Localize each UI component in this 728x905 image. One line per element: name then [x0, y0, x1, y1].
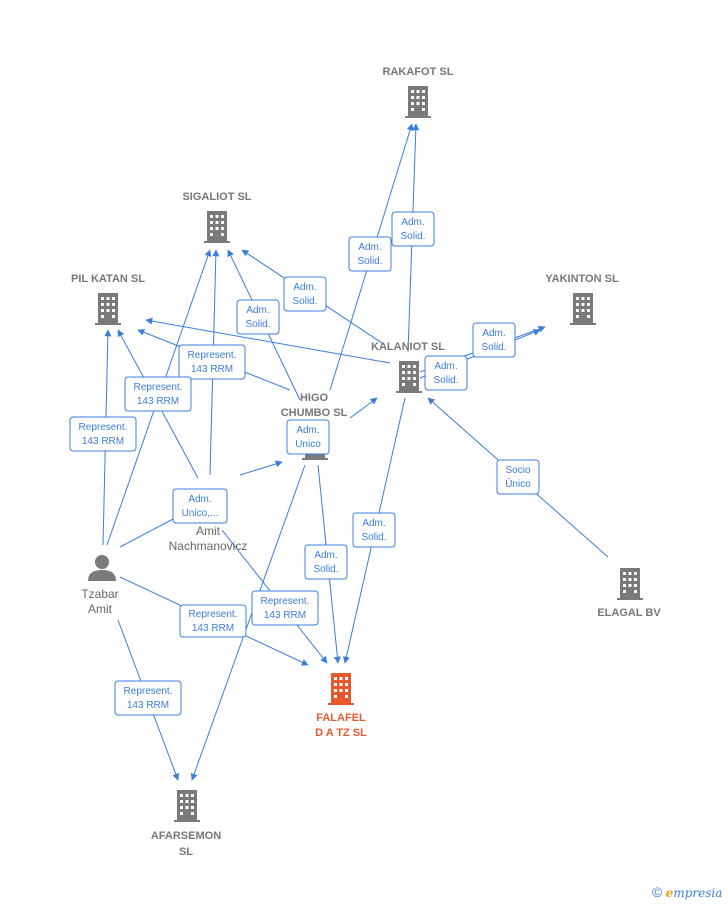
edge — [239, 460, 283, 476]
node-pil-katan[interactable]: PIL KATAN SL — [71, 273, 145, 325]
footer-brand: © empresia — [652, 884, 722, 900]
building-icon — [617, 568, 643, 600]
edge — [119, 517, 176, 548]
node-label: Amit — [88, 602, 113, 616]
edge-badge[interactable]: Adm. Solid. — [424, 355, 468, 391]
node-label: AFARSEMON — [151, 830, 221, 842]
badge-text: Adm. — [482, 328, 505, 339]
badge-text: Adm. — [434, 361, 457, 372]
badge-text: Represent. — [188, 350, 237, 361]
node-label: D A TZ SL — [315, 727, 367, 739]
badge-text: Represent. — [124, 686, 173, 697]
badge-text: Represent. — [134, 382, 183, 393]
badge-text: Solid. — [481, 342, 506, 353]
badge-text: 143 RRM — [127, 700, 169, 711]
node-label: CHUMBO SL — [281, 407, 348, 419]
node-label: Tzabar — [81, 587, 118, 601]
node-yakinton[interactable]: YAKINTON SL — [545, 273, 619, 325]
edge-badge[interactable]: Adm. Solid. — [472, 322, 516, 358]
badge-text: Solid. — [400, 231, 425, 242]
node-label: SIGALIOT SL — [182, 191, 251, 203]
edge-badge[interactable]: Adm. Solid. — [391, 211, 435, 247]
edge — [349, 397, 378, 419]
building-icon — [396, 361, 422, 393]
badge-text: Adm. — [314, 550, 337, 561]
node-label: SL — [179, 846, 193, 858]
badge-text: Represent. — [79, 422, 128, 433]
node-tzabar-amit[interactable]: Tzabar Amit — [81, 555, 119, 616]
badge-text: Adm. — [293, 282, 316, 293]
edge-badge[interactable]: Represent. 143 RRM — [178, 344, 246, 380]
badge-text: Solid. — [433, 375, 458, 386]
node-label: Amit — [196, 524, 221, 538]
node-label: KALANIOT SL — [371, 341, 445, 353]
node-label: PIL KATAN SL — [71, 273, 145, 285]
node-falafel[interactable]: FALAFEL D A TZ SL — [315, 673, 367, 739]
node-rakafot[interactable]: RAKAFOT SL — [383, 66, 454, 118]
node-afarsemon[interactable]: AFARSEMON SL — [151, 790, 221, 858]
badge-text: Único — [505, 477, 531, 490]
badge-text: Adm. — [362, 518, 385, 529]
node-label: FALAFEL — [316, 712, 366, 724]
badge-text: Adm. — [296, 425, 319, 436]
building-icon — [204, 211, 230, 243]
edge-badge[interactable]: Adm. Solid. — [283, 276, 327, 312]
edge-badge[interactable]: Represent. 143 RRM — [251, 590, 319, 626]
node-label: RAKAFOT SL — [383, 66, 454, 78]
brand-logo: empresia — [665, 886, 723, 900]
edge — [190, 464, 306, 781]
edge-badge[interactable]: Represent. 143 RRM — [69, 416, 137, 452]
edge-badge[interactable]: Adm. Solid. — [236, 299, 280, 335]
edge-badge[interactable]: Adm. Solid. — [304, 544, 348, 580]
node-sigaliot[interactable]: SIGALIOT SL — [182, 191, 252, 243]
edge-badge[interactable]: Represent. 143 RRM — [179, 604, 247, 638]
badge-text: Solid. — [245, 319, 270, 330]
badge-text: Unico — [295, 439, 321, 450]
edge-badge[interactable]: Adm. Unico — [286, 419, 330, 455]
badge-text: Adm. — [246, 305, 269, 316]
edge-badge[interactable]: Represent. 143 RRM — [124, 376, 192, 412]
edge-badge[interactable]: Adm. Solid. — [352, 512, 396, 548]
building-icon — [405, 86, 431, 118]
edge-badge[interactable]: Socio Único — [496, 459, 540, 495]
badge-text: Solid. — [313, 564, 338, 575]
node-label: Nachmanovicz — [169, 539, 248, 553]
node-label: HIGO — [300, 392, 329, 404]
badge-text: 143 RRM — [82, 436, 124, 447]
badge-text: 143 RRM — [264, 610, 306, 621]
badge-text: 143 RRM — [191, 364, 233, 375]
building-icon — [95, 293, 121, 325]
building-focus-icon — [328, 673, 354, 705]
building-icon — [174, 790, 200, 822]
badge-text: Adm. — [188, 494, 211, 505]
badge-text: 143 RRM — [192, 623, 234, 634]
node-higo-chumbo[interactable]: HIGO CHUMBO SL — [281, 392, 348, 460]
building-icon — [570, 293, 596, 325]
badge-text: Solid. — [361, 532, 386, 543]
badge-text: Solid. — [292, 296, 317, 307]
badge-text: Solid. — [357, 256, 382, 267]
edge — [145, 317, 391, 364]
person-icon — [88, 555, 116, 581]
badge-text: Adm. — [358, 242, 381, 253]
badge-text: Unico,... — [182, 508, 219, 519]
edge-badge[interactable]: Represent. 143 RRM — [114, 680, 182, 716]
badge-text: 143 RRM — [137, 396, 179, 407]
node-amit-nachmanovicz[interactable]: Amit Nachmanovicz — [169, 524, 248, 553]
badge-text: Adm. — [401, 217, 424, 228]
copyright-icon: © — [652, 884, 663, 900]
edge-badge[interactable]: Adm. Solid. — [348, 236, 392, 272]
node-label: YAKINTON SL — [545, 273, 619, 285]
edge-badge[interactable]: Adm. Unico,... — [172, 488, 228, 524]
badge-text: Represent. — [261, 596, 310, 607]
badge-text: Socio — [505, 465, 530, 476]
node-elagal[interactable]: ELAGAL BV — [597, 568, 661, 619]
node-label: ELAGAL BV — [597, 607, 661, 619]
badge-text: Represent. — [189, 609, 238, 620]
node-kalaniot[interactable]: KALANIOT SL — [371, 341, 445, 393]
